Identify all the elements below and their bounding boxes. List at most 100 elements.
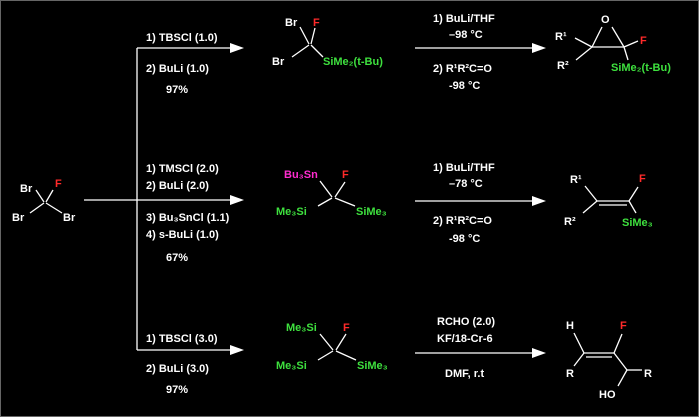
r3f-r-left: R <box>566 368 574 380</box>
route3-step1: 1) TBSCl (3.0) <box>146 333 218 345</box>
route3-product: Me₃Si F Me₃Si SiMe₃ <box>276 322 388 372</box>
r2f-bond <box>628 200 637 214</box>
r3f-h: H <box>566 320 574 332</box>
r3p-si-left: Me₃Si <box>276 360 307 372</box>
r1p-bond <box>299 26 310 45</box>
start-bond <box>29 202 45 214</box>
r1f-silyl: SiMe₂(t-Bu) <box>611 62 671 74</box>
route1-cond3: 2) R¹R²C=O <box>433 63 492 75</box>
arrow-head-top <box>230 43 244 53</box>
r2f-bond <box>582 200 598 214</box>
r1f-bond <box>611 26 625 48</box>
r3p-bond <box>335 333 347 351</box>
r1f-bond <box>575 46 593 61</box>
r2p-bond <box>334 197 356 207</box>
route1-cond4: -98 °C <box>449 80 480 92</box>
route2-cond2: –78 °C <box>449 178 483 190</box>
route1-final-epoxide: O R¹ R² F SiMe₂(t-Bu) <box>555 14 671 74</box>
route2-product: Bu₃Sn F Me₃Si SiMe₃ <box>276 169 387 218</box>
r1p-br-left: Br <box>272 56 285 68</box>
r3f-f: F <box>620 320 627 332</box>
start-bond <box>45 202 63 214</box>
route3-cond1: RCHO (2.0) <box>437 316 495 328</box>
r3p-bond <box>319 333 334 351</box>
r1f-f: F <box>640 35 647 47</box>
r1f-bond <box>591 26 603 48</box>
r3f-bond <box>617 369 628 387</box>
route3-arrow2: RCHO (2.0) KF/18-Cr-6 DMF, r.t <box>415 316 546 380</box>
route1-step1: 1) TBSCl (1.0) <box>146 32 218 44</box>
r3f-bond <box>613 352 628 371</box>
r1p-silyl: SiMe₂(t-Bu) <box>323 56 383 68</box>
r1f-r2: R² <box>557 60 569 72</box>
r3f-bond <box>573 352 585 367</box>
route2-conditions: 1) TMSCl (2.0) 2) BuLi (2.0) 3) Bu₃SnCl … <box>146 163 230 264</box>
branch-arrows <box>84 43 244 355</box>
r1p-f: F <box>313 17 320 29</box>
route2-cond1: 1) BuLi/THF <box>433 162 495 174</box>
r1f-bond <box>574 37 593 48</box>
r2p-bond <box>317 197 333 207</box>
r2f-f: F <box>639 173 646 185</box>
r2p-tin: Bu₃Sn <box>284 169 318 181</box>
r2p-bond <box>334 181 346 198</box>
r2f-silyl: SiMe₃ <box>622 217 653 229</box>
start-br-left: Br <box>12 212 25 224</box>
r3p-bond <box>317 350 334 361</box>
arrow-head-middle <box>230 195 244 205</box>
route2-step4: 4) s-BuLi (1.0) <box>146 229 219 241</box>
route1-cond1: 1) BuLi/THF <box>433 13 495 25</box>
r1f-r1: R¹ <box>555 31 567 43</box>
route3-final-allylic-alcohol: H F R R HO <box>566 320 652 401</box>
r1p-bond <box>291 44 310 58</box>
route3-yield: 97% <box>166 384 188 396</box>
start-bond <box>35 189 45 203</box>
start-bond <box>45 189 54 203</box>
r1p-bond <box>310 27 316 45</box>
r2p-si-right: SiMe₃ <box>356 206 387 218</box>
route2-step1: 1) TMSCl (2.0) <box>146 163 219 175</box>
route1-step2: 2) BuLi (1.0) <box>146 63 209 75</box>
route1-conditions: 1) TBSCl (1.0) 2) BuLi (1.0) 97% <box>146 32 218 96</box>
route2-yield: 67% <box>166 252 188 264</box>
route1-arrow2: 1) BuLi/THF –98 °C 2) R¹R²C=O -98 °C <box>415 13 546 92</box>
route2-arrow2: 1) BuLi/THF –78 °C 2) R¹R²C=O -98 °C <box>415 162 546 245</box>
r2f-bond <box>628 186 639 202</box>
r2f-r1: R¹ <box>570 174 582 186</box>
r2f-bond <box>584 185 598 202</box>
start-br-top: Br <box>20 183 33 195</box>
route3-step2: 2) BuLi (3.0) <box>146 363 209 375</box>
r3p-f: F <box>343 322 350 334</box>
r1p-bond <box>310 44 324 58</box>
r3p-si-right: SiMe₃ <box>357 360 388 372</box>
route1-arrow-head <box>532 43 546 53</box>
r3p-si-top: Me₃Si <box>286 322 317 334</box>
r2p-si-left: Me₃Si <box>276 206 307 218</box>
r1f-bond <box>623 46 629 61</box>
r3f-bond <box>573 332 585 354</box>
r2f-r2: R² <box>564 216 576 228</box>
r1f-bond <box>623 40 639 48</box>
route1-yield: 97% <box>166 84 188 96</box>
route2-cond3: 2) R¹R²C=O <box>433 215 492 227</box>
route2-arrow-head <box>532 196 546 206</box>
r3f-bond <box>613 333 623 354</box>
route2-final-alkene: R¹ R² F SiMe₃ <box>564 173 653 229</box>
r3f-r-right: R <box>644 368 652 380</box>
route2-cond4: -98 °C <box>449 233 480 245</box>
route3-cond2: KF/18-Cr-6 <box>437 333 493 345</box>
r2p-f: F <box>342 169 349 181</box>
start-f: F <box>55 178 62 190</box>
route3-arrow-head <box>532 348 546 358</box>
route1-product: Br F Br SiMe₂(t-Bu) <box>272 17 383 68</box>
r3p-bond <box>335 350 357 361</box>
arrow-head-bottom <box>230 345 244 355</box>
r2p-bond <box>319 180 333 198</box>
starting-material: Br F Br Br <box>12 178 76 224</box>
route2-step2: 2) BuLi (2.0) <box>146 180 209 192</box>
route1-cond2: –98 °C <box>449 29 483 41</box>
r1f-o: O <box>601 14 610 26</box>
start-br-right: Br <box>63 212 76 224</box>
route2-step3: 3) Bu₃SnCl (1.1) <box>146 212 230 224</box>
